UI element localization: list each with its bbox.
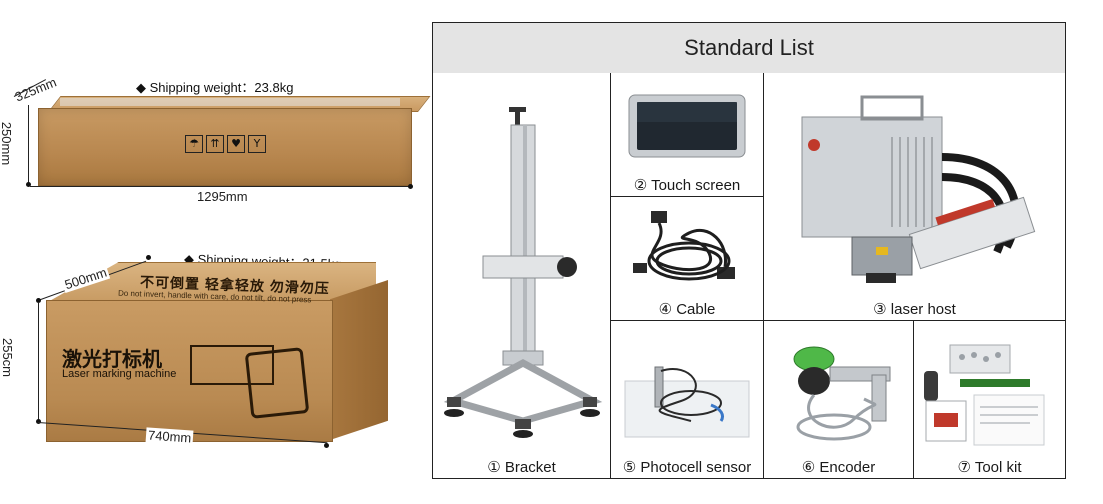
box1-tape xyxy=(60,98,400,106)
box1-shipping-weight: ◆ Shipping weight：23.8kg xyxy=(136,80,294,95)
photocell-sensor-image xyxy=(624,366,750,438)
box2-height-label: 255cm xyxy=(0,335,16,380)
box2-front-en-text: Laser marking machine xyxy=(62,368,177,380)
laser-host-image xyxy=(801,95,1036,283)
cell-touch-screen: ② Touch screen xyxy=(611,73,764,197)
box2-height-line xyxy=(38,302,39,422)
cell-encoder: ⑥ Encoder xyxy=(764,321,914,478)
box1-depth-label: 325mm xyxy=(12,74,59,105)
label-encoder: ⑥ Encoder xyxy=(801,459,876,476)
this-way-up-icon: ⇈ xyxy=(206,135,224,153)
bracket-image xyxy=(443,107,603,438)
box1-height-dot xyxy=(26,182,31,187)
cell-laser-host: ③ laser host xyxy=(764,73,1065,321)
tool-kit-image xyxy=(924,344,1045,446)
box2-length-label: 740mm xyxy=(145,427,194,446)
encoder-image xyxy=(793,346,891,441)
label-bracket: ① Bracket xyxy=(487,459,556,476)
fragile-icon: ♥ xyxy=(227,135,245,153)
glass-icon: Y xyxy=(248,135,266,153)
label-photocell-sensor: ⑤ Photocell sensor xyxy=(622,459,752,476)
box1-length-line xyxy=(30,186,410,187)
box1-length-dot xyxy=(408,184,413,189)
box2-depth-dot-a xyxy=(36,298,41,303)
cell-bracket: ① Bracket xyxy=(433,73,611,478)
box1-height-label: 250mm xyxy=(0,121,15,166)
standard-list-table: Standard List ① Bracket ② Touch scre xyxy=(432,22,1066,479)
standard-list-title: Standard List xyxy=(433,23,1065,74)
label-tool-kit: ⑦ Tool kit xyxy=(957,459,1022,476)
touch-screen-image xyxy=(628,94,746,158)
box2-depth-dot-b xyxy=(146,255,151,260)
box2-side-face xyxy=(330,280,388,440)
monitor-print xyxy=(244,347,310,419)
box2-front-cn-text: 激光打标机 xyxy=(62,349,162,371)
cell-tool-kit: ⑦ Tool kit xyxy=(914,321,1065,478)
box2-height-dot xyxy=(36,419,41,424)
box1-front-face xyxy=(38,108,412,186)
box2-length-dot xyxy=(324,443,329,448)
cell-photocell-sensor: ⑤ Photocell sensor xyxy=(611,321,764,478)
cell-cable: ④ Cable xyxy=(611,197,764,321)
label-laser-host: ③ laser host xyxy=(873,301,956,318)
label-touch-screen: ② Touch screen xyxy=(633,177,741,194)
box1-handling-symbols: ☂ ⇈ ♥ Y xyxy=(185,135,266,153)
umbrella-icon: ☂ xyxy=(185,135,203,153)
label-cable: ④ Cable xyxy=(658,301,716,318)
box1-height-line xyxy=(28,105,29,185)
cable-image xyxy=(633,211,735,281)
box1-length-label: 1295mm xyxy=(197,189,248,204)
laser-machine-print xyxy=(190,345,274,385)
